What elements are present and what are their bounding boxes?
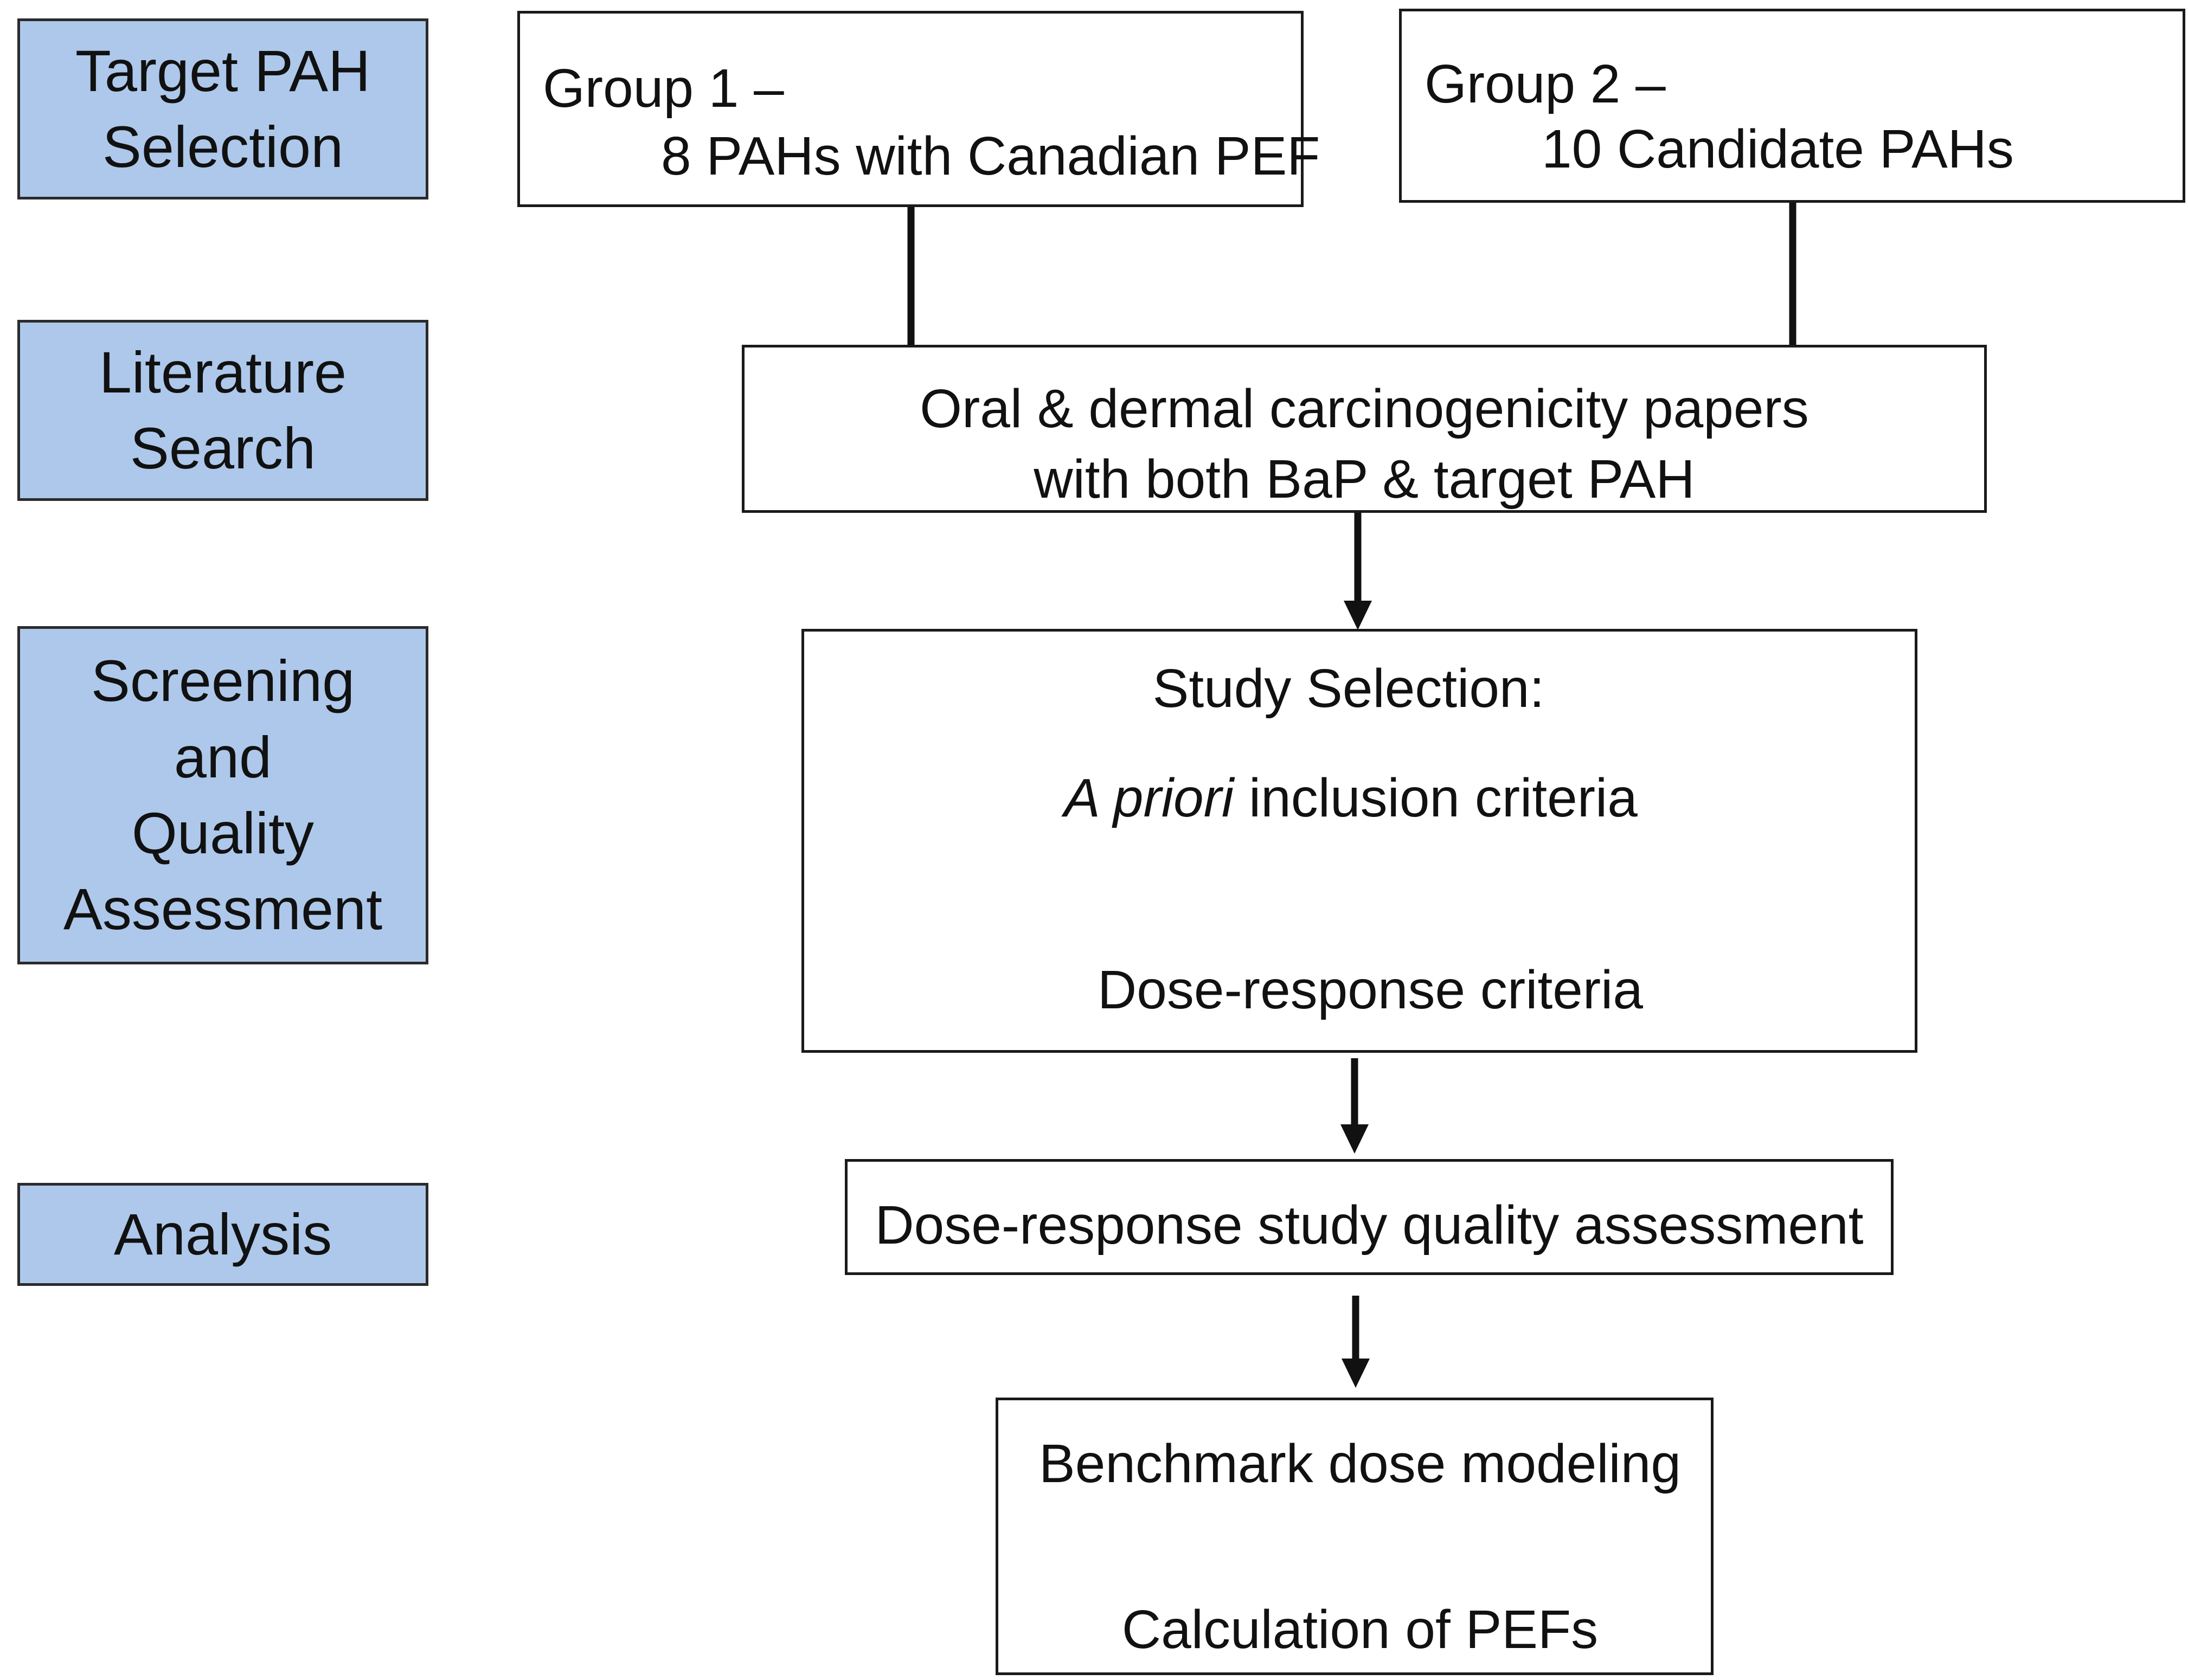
literature-search-text: Oral & dermal carcinogenicity papers wit… xyxy=(745,374,1984,514)
stage-label-line: Screening xyxy=(91,648,355,714)
group1-box: Group 1 – 8 PAHs with Canadian PEF xyxy=(517,11,1320,207)
stage-label-line: Selection xyxy=(102,114,344,179)
analysis-box: Benchmark dose modeling Calculation of P… xyxy=(996,1398,1714,1675)
stage-label-line: Analysis xyxy=(113,1201,332,1267)
group2-box: Group 2 – 10 Candidate PAHs xyxy=(1399,9,2185,203)
stage-label-line: Search xyxy=(130,415,316,481)
stage-label-line: Target PAH xyxy=(75,37,371,104)
study-selection-box: Study Selection: A priori inclusion crit… xyxy=(801,629,1917,1053)
group2-description: 10 Candidate PAHs xyxy=(1542,119,2014,179)
group1-title: Group 1 – xyxy=(543,58,784,119)
literature-line: Oral & dermal carcinogenicity papers xyxy=(920,378,1809,439)
calculation-of-pefs: Calculation of PEFs xyxy=(1121,1599,1599,1660)
quality-assessment-box: Dose-response study quality assessment xyxy=(845,1159,1894,1275)
a-priori-criteria: A priori inclusion criteria xyxy=(787,763,1915,833)
stage-label-literature-search: Literature Search xyxy=(17,320,428,501)
arrow-head-selection-to-quality xyxy=(1340,1124,1369,1154)
literature-search-box: Oral & dermal carcinogenicity papers wit… xyxy=(742,345,1987,513)
stage-label-line: Literature xyxy=(99,339,347,405)
arrow-head-literature-to-selection xyxy=(1344,601,1372,630)
group1-description: 8 PAHs with Canadian PEF xyxy=(661,126,1320,186)
a-priori-italic: A priori xyxy=(1064,768,1234,828)
stage-label-line: Quality xyxy=(131,800,315,866)
literature-line: with both BaP & target PAH xyxy=(1034,449,1695,510)
benchmark-dose-modeling: Benchmark dose modeling xyxy=(1039,1433,1681,1494)
study-selection-title: Study Selection: xyxy=(1152,658,1545,719)
stage-label-line: and xyxy=(174,724,272,790)
arrow-head-quality-to-analysis xyxy=(1342,1359,1370,1388)
stage-label-target-selection: Target PAH Selection xyxy=(17,18,428,199)
group2-title: Group 2 – xyxy=(1425,54,1666,114)
stage-label-analysis: Analysis xyxy=(17,1183,428,1286)
inclusion-criteria-text: inclusion criteria xyxy=(1234,768,1638,828)
dose-response-criteria: Dose-response criteria xyxy=(1098,960,1643,1020)
stage-label-screening-quality: Screening and Quality Assessment xyxy=(17,626,428,964)
quality-assessment-text: Dose-response study quality assessment xyxy=(875,1195,1864,1256)
stage-label-line: Assessment xyxy=(63,876,383,942)
